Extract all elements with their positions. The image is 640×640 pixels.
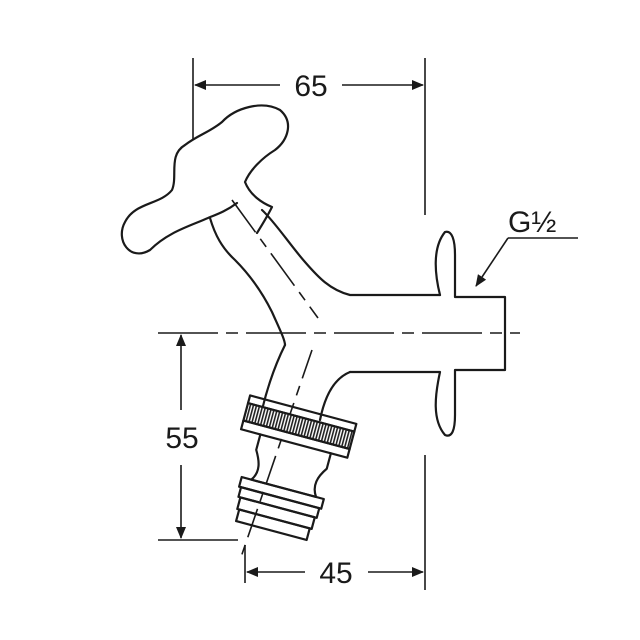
handle-centerline [231,199,319,319]
flange [348,230,507,437]
faucet-neck-lower-left [260,343,287,412]
hose-connector [235,394,358,542]
dimension-55: 55 [165,422,198,455]
dimension-65: 65 [294,70,327,103]
outlet-centerline [239,349,313,561]
leader-arrow [475,237,509,287]
dimension-45: 45 [319,557,352,590]
faucet-neck-upper [208,216,287,347]
cross-handle [120,104,290,255]
faucet-neck-upper-right [260,208,442,297]
thread-label: G½ [508,206,556,239]
faucet-neck-lower [318,370,352,422]
